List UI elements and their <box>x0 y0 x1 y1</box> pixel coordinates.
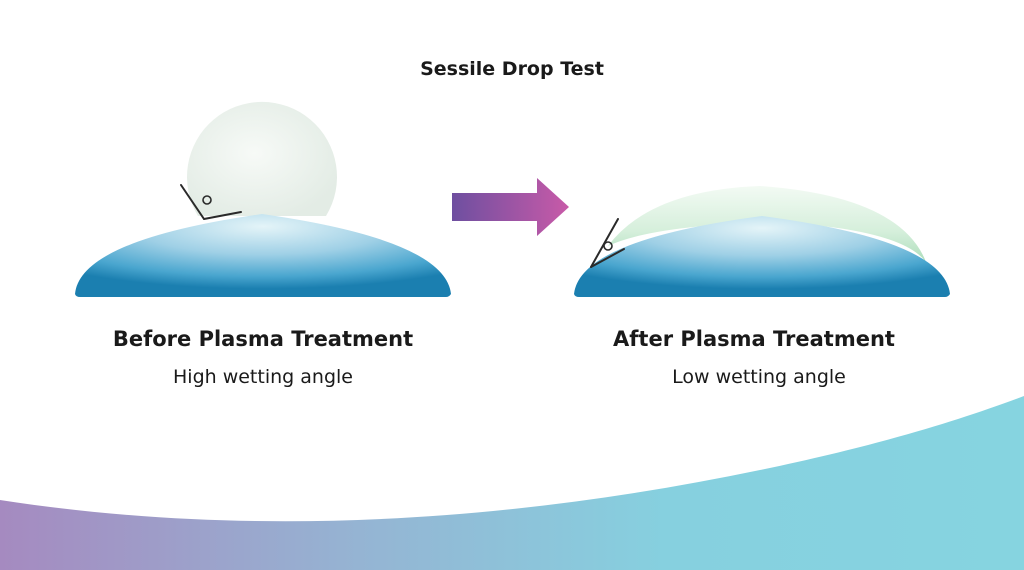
before-water-drop <box>187 101 337 216</box>
after-treatment-label: After Plasma Treatment <box>613 327 895 351</box>
before-treatment-label: Before Plasma Treatment <box>112 327 414 351</box>
contact-angle-icon <box>180 184 242 220</box>
contact-angle-icon <box>590 218 625 268</box>
before-treatment-description: High wetting angle <box>173 366 353 388</box>
after-treatment-illustration <box>574 186 950 297</box>
diagram-title: Sessile Drop Test <box>420 58 604 80</box>
right-arrow-icon <box>452 178 569 236</box>
after-substrate-surface <box>574 216 950 297</box>
after-water-layer <box>608 186 926 262</box>
before-treatment-illustration <box>75 101 451 297</box>
before-substrate-surface <box>75 214 451 297</box>
decorative-wave <box>0 396 1024 570</box>
after-treatment-description: Low wetting angle <box>672 366 846 388</box>
